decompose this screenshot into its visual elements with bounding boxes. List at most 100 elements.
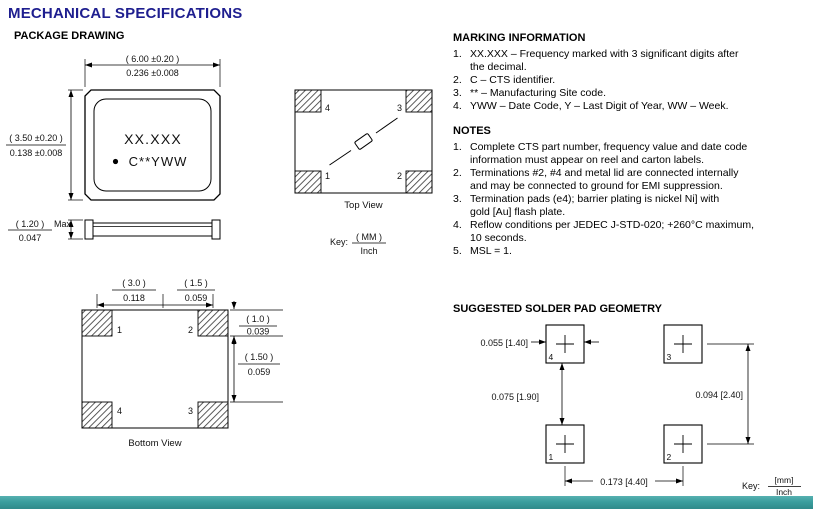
marking-information-heading: MARKING INFORMATION <box>453 32 586 44</box>
pad-number-1: 1 <box>549 452 554 462</box>
dim-a-mm: ( 3.0 ) <box>122 278 146 288</box>
crystal-lead <box>375 117 398 134</box>
key-label: Key: <box>330 237 348 247</box>
list-item-text: Complete CTS part number, frequency valu… <box>470 141 748 166</box>
list-item: 1. XX.XXX – Frequency marked with 3 sign… <box>453 48 807 74</box>
list-item-text: C – CTS identifier. <box>470 74 556 86</box>
dim-b-mm: ( 1.5 ) <box>184 278 208 288</box>
pad-hatched <box>294 170 322 194</box>
package-drawing-heading: PACKAGE DRAWING <box>14 30 125 42</box>
top-view: 4 3 1 2 Top View <box>294 89 433 211</box>
dim-pad-gap: 0.075 [1.90] <box>491 392 539 402</box>
right-column: MARKING INFORMATION 1. XX.XXX – Frequenc… <box>453 31 807 316</box>
solder-pads: 4 3 1 2 <box>545 324 703 464</box>
package-outline <box>84 89 221 201</box>
side-body <box>92 222 213 237</box>
list-item-number: 4. <box>453 100 462 112</box>
list-item-number: 2. <box>453 167 462 179</box>
marking-information-list: 1. XX.XXX – Frequency marked with 3 sign… <box>453 48 807 113</box>
pad-number-4: 4 <box>549 352 554 362</box>
pad-number-4: 4 <box>325 103 330 113</box>
list-item: 2. C – CTS identifier. <box>453 74 807 87</box>
dim-c-inch: 0.039 <box>247 327 270 337</box>
list-item: 3. Termination pads (e4); barrier platin… <box>453 193 807 219</box>
pad-hatched <box>81 309 113 337</box>
package-lid <box>93 98 212 192</box>
package-drawing-canvas: ( 6.00 ±0.20 ) 0.236 ±0.008 XX.XXX C**YW… <box>6 54 433 449</box>
units-key-left: Key: ( MM ) Inch <box>330 232 386 256</box>
dim-horizontal-pitch: 0.173 [4.40] <box>600 477 648 487</box>
list-item: 4. Reflow conditions per JEDEC J-STD-020… <box>453 219 807 245</box>
dim-thickness-mm: ( 1.20 ) <box>16 219 45 229</box>
list-item-text: Termination pads (e4); barrier plating i… <box>470 193 720 218</box>
pad-number-4: 4 <box>117 406 122 416</box>
pad-hatched <box>405 170 433 194</box>
list-item-number: 1. <box>453 141 462 153</box>
list-item-text: XX.XXX – Frequency marked with 3 signifi… <box>470 48 739 73</box>
list-item-text: MSL = 1. <box>470 245 512 257</box>
pad-hatched <box>197 309 229 337</box>
dim-thickness-inch: 0.047 <box>19 233 42 243</box>
dim-c-mm: ( 1.0 ) <box>246 314 270 324</box>
list-item: 2. Terminations #2, #4 and metal lid are… <box>453 167 807 193</box>
bottom-view-label: Bottom View <box>128 438 181 449</box>
list-item: 5. MSL = 1. <box>453 245 807 258</box>
dim-width-mm: ( 6.00 ±0.20 ) <box>126 54 179 64</box>
front-view: ( 6.00 ±0.20 ) 0.236 ±0.008 XX.XXX C**YW… <box>6 54 221 201</box>
solder-pad-canvas: 4 3 1 2 0.055 [1.40] 0.075 [1.90] 0.094 … <box>480 324 801 496</box>
page-title: MECHANICAL SPECIFICATIONS <box>8 5 243 22</box>
dim-thickness-max: Max <box>54 219 72 229</box>
solder-pad-heading: SUGGESTED SOLDER PAD GEOMETRY <box>453 303 663 315</box>
list-item: 3. ** – Manufacturing Site code. <box>453 87 807 100</box>
pad-number-2: 2 <box>397 171 402 181</box>
dim-a-inch: 0.118 <box>123 293 145 303</box>
list-item-number: 4. <box>453 219 462 231</box>
side-termination-left <box>84 219 94 240</box>
pad-hatched <box>294 89 322 113</box>
key-mm: [mm] <box>775 475 794 485</box>
list-item-number: 3. <box>453 193 462 205</box>
bottom-view: ( 3.0 ) 0.118 ( 1.5 ) 0.059 1 2 4 3 ( 1.… <box>81 278 283 449</box>
key-inch: Inch <box>776 487 792 496</box>
top-view-label: Top View <box>344 200 383 211</box>
pad-hatched <box>405 89 433 113</box>
dim-pad-size: 0.055 [1.40] <box>480 338 528 348</box>
notes-list: 1. Complete CTS part number, frequency v… <box>453 141 807 258</box>
list-item: 4. YWW – Date Code, Y – Last Digit of Ye… <box>453 100 807 113</box>
pad-number-3: 3 <box>188 406 193 416</box>
list-item-text: Reflow conditions per JEDEC J-STD-020; +… <box>470 219 755 244</box>
dim-height-inch: 0.138 ±0.008 <box>10 148 62 158</box>
pad-number-2: 2 <box>188 325 193 335</box>
list-item-number: 3. <box>453 87 462 99</box>
key-label: Key: <box>742 481 760 491</box>
dim-vertical-pitch: 0.094 [2.40] <box>695 390 743 400</box>
center-cross <box>556 335 692 453</box>
dim-b-inch: 0.059 <box>185 293 208 303</box>
dim-d-mm: ( 1.50 ) <box>245 352 274 362</box>
pad-number-3: 3 <box>397 103 402 113</box>
footer-bar <box>0 496 813 509</box>
dim-width-inch: 0.236 ±0.008 <box>126 68 178 78</box>
key-mm: ( MM ) <box>356 232 382 242</box>
list-item-number: 1. <box>453 48 462 60</box>
crystal-symbol <box>329 117 398 166</box>
pad-hatched <box>81 401 113 429</box>
key-inch: Inch <box>360 246 377 256</box>
notes-heading: NOTES <box>453 125 491 137</box>
units-key-right: Key: [mm] Inch <box>742 475 801 496</box>
pad-number-3: 3 <box>667 352 672 362</box>
marking-code: C**YWW <box>129 154 188 169</box>
list-item-text: Terminations #2, #4 and metal lid are co… <box>470 167 739 192</box>
side-view: ( 1.20 ) Max 0.047 <box>8 219 221 243</box>
list-item-text: YWW – Date Code, Y – Last Digit of Year,… <box>470 100 729 112</box>
crystal-body <box>354 133 373 150</box>
marking-frequency: XX.XXX <box>124 131 182 147</box>
pad-hatched <box>197 401 229 429</box>
side-termination-right <box>211 219 221 240</box>
pad-number-2: 2 <box>667 452 672 462</box>
list-item: 1. Complete CTS part number, frequency v… <box>453 141 807 167</box>
pin1-dot <box>112 158 119 165</box>
solder-pad-dimensions: 0.055 [1.40] 0.075 [1.90] 0.094 [2.40] 0… <box>480 338 754 487</box>
pad-number-1: 1 <box>117 325 122 335</box>
